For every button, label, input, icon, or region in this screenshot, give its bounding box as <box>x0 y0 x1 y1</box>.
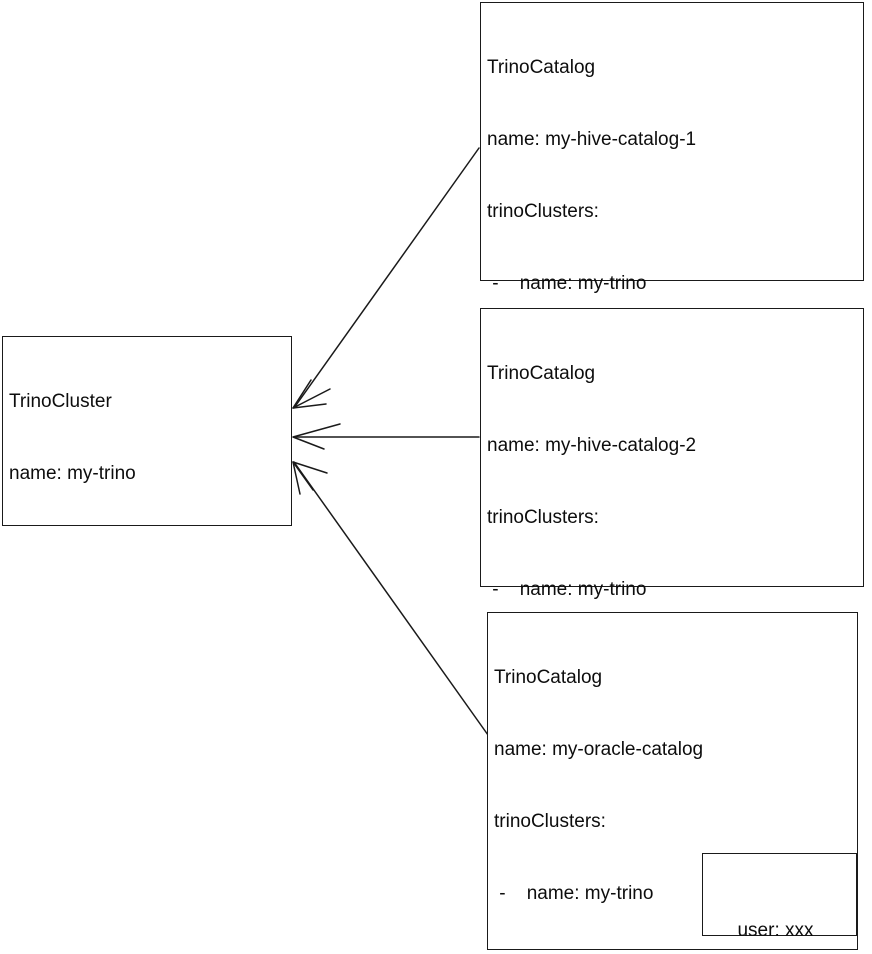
node-line: trinoClusters: <box>487 507 599 528</box>
node-line: trinoClusters: <box>487 201 599 222</box>
node-line: TrinoCatalog <box>487 363 596 384</box>
node-line: name: my-oracle-catalog <box>494 739 704 760</box>
node-catalog-hive-2[interactable]: TrinoCatalog name: my-hive-catalog-2 tri… <box>480 308 864 888</box>
node-line: name: my-hive-catalog-1 <box>487 129 697 150</box>
arrowhead-oracle <box>292 461 328 491</box>
node-trino-cluster[interactable]: TrinoCluster name: my-trino <box>2 336 292 526</box>
node-catalog-hive-1[interactable]: TrinoCatalog name: my-hive-catalog-1 tri… <box>480 2 864 654</box>
node-line: trinoClusters: <box>494 811 606 832</box>
node-secret-text: user: xxx password: xxx <box>703 867 848 954</box>
node-line: TrinoCatalog <box>494 667 603 688</box>
edge-oracle-to-cluster <box>293 461 489 736</box>
node-line: name: my-trino <box>9 463 136 484</box>
node-line: user: xxx <box>737 920 814 941</box>
arrowhead-hive-1-b <box>292 379 312 409</box>
node-line: - name: my-trino <box>487 273 647 294</box>
node-line: TrinoCluster <box>9 391 112 412</box>
node-catalog-oracle-text: TrinoCatalog name: my-oracle-catalog tri… <box>494 618 853 954</box>
node-line: - name: my-trino <box>487 579 647 600</box>
node-line: name: my-hive-catalog-2 <box>487 435 697 456</box>
node-trino-cluster-text: TrinoCluster name: my-trino <box>9 342 287 534</box>
node-line: TrinoCatalog <box>487 57 596 78</box>
edge-hive-1-to-cluster <box>293 147 480 409</box>
node-secret[interactable]: user: xxx password: xxx <box>702 853 857 941</box>
arrowhead-oracle-b <box>292 461 301 495</box>
arrowhead-hive-2 <box>292 423 341 450</box>
node-line: - name: my-trino <box>494 883 654 904</box>
arrowhead-hive-1 <box>292 388 331 409</box>
